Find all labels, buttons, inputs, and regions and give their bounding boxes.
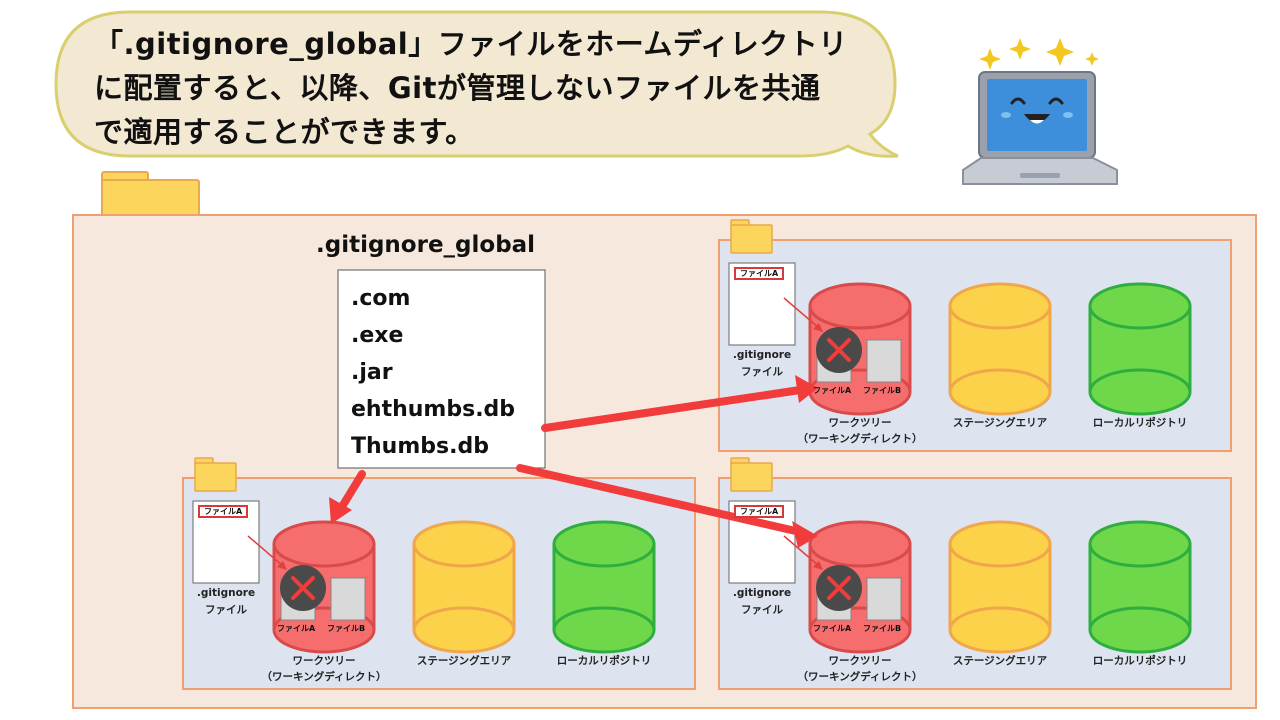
file-b-label: ファイルB <box>863 386 902 395</box>
file-b-label: ファイルB <box>327 624 366 633</box>
link-arrowhead <box>813 323 823 332</box>
cross-icon <box>291 576 315 600</box>
file-tag: ファイルA <box>198 505 249 518</box>
local-repo-cylinder-top <box>1088 282 1192 330</box>
local-repo-cylinder-body <box>1088 542 1192 654</box>
file-b-page <box>866 339 902 383</box>
folder-body <box>194 462 237 492</box>
staging-label: ステージングエリア <box>952 655 1048 667</box>
local-repo-cylinder-band <box>552 606 656 631</box>
ignore-entry: Thumbs.db <box>351 434 489 459</box>
local-repo-cylinder <box>552 520 656 654</box>
ignore-entry-list: .com .exe .jar ehthumbs.db Thumbs.db <box>351 280 515 465</box>
gitignore-label: .gitignore <box>196 587 256 599</box>
staging-cylinder-top <box>948 282 1052 330</box>
file-a-label: ファイルA <box>277 624 316 633</box>
staging-label: ステージングエリア <box>952 417 1048 429</box>
speech-line: 「.gitignore_global」ファイルをホームディレクトリ <box>94 27 848 61</box>
ignore-entry: .com <box>351 286 411 311</box>
gitignore-label: ファイル <box>741 366 783 378</box>
local-repo-cylinder-band <box>1088 606 1192 631</box>
work-tree-cylinder-top <box>808 282 912 330</box>
gitignore-label: .gitignore <box>732 349 792 361</box>
work-tree-label: （ワーキングディレクト） <box>797 433 923 445</box>
folder-body <box>730 462 773 492</box>
link-line <box>783 535 820 567</box>
staging-cylinder-body <box>412 542 516 654</box>
work-tree-cylinder-band <box>272 606 376 631</box>
ignore-entry: ehthumbs.db <box>351 397 516 422</box>
work-tree-label: （ワーキングディレクト） <box>797 671 923 683</box>
cross-icon <box>827 576 851 600</box>
link-line <box>783 297 820 329</box>
work-tree-cylinder-top <box>272 520 376 568</box>
staging-label: ステージングエリア <box>416 655 512 667</box>
work-tree-cylinder-band <box>808 606 912 631</box>
arrows <box>329 375 818 548</box>
staging-cylinder <box>948 520 1052 654</box>
staging-cylinder-top <box>948 520 1052 568</box>
repo-folder-icon <box>730 219 773 254</box>
staging-cylinder-band <box>412 606 516 631</box>
ignore-entry: .exe <box>351 323 404 348</box>
local-repo-label: ローカルリポジトリ <box>556 655 652 667</box>
staging-cylinder-top <box>412 520 516 568</box>
link-line <box>247 535 284 567</box>
file-a-label: ファイルA <box>813 624 852 633</box>
file-tag: ファイルA <box>734 505 785 518</box>
local-repo-cylinder <box>1088 282 1192 416</box>
ignore-entry: .jar <box>351 360 393 385</box>
local-repo-cylinder-body <box>1088 304 1192 416</box>
speech-bubble <box>54 10 899 158</box>
local-repo-cylinder <box>1088 520 1192 654</box>
staging-cylinder <box>412 520 516 654</box>
gitignore-label: ファイル <box>741 604 783 616</box>
speech-line: に配置すると、以降、Gitが管理しないファイルを共通 <box>94 71 821 105</box>
staging-cylinder <box>948 282 1052 416</box>
local-repo-label: ローカルリポジトリ <box>1092 655 1188 667</box>
local-repo-label: ローカルリポジトリ <box>1092 417 1188 429</box>
folder-body <box>730 224 773 254</box>
local-repo-cylinder-body <box>552 542 656 654</box>
work-tree-cylinder-top <box>808 520 912 568</box>
work-tree-label: ワークツリー <box>292 655 356 667</box>
speech-line: で適用することができます。 <box>94 115 475 149</box>
gitignore-label: ファイル <box>205 604 247 616</box>
sparkle-icons <box>979 38 1099 70</box>
speech-text: 「.gitignore_global」ファイルをホームディレクトリ に配置すると… <box>94 22 854 154</box>
link-arrowhead <box>813 561 823 570</box>
laptop-icon <box>962 71 1118 185</box>
work-tree-label: （ワーキングディレクト） <box>261 671 387 683</box>
local-repo-cylinder-band <box>1088 368 1192 393</box>
file-a-label: ファイルA <box>813 386 852 395</box>
cross-icon <box>827 338 851 362</box>
file-tag: ファイルA <box>734 267 785 280</box>
file-b-label: ファイルB <box>863 624 902 633</box>
staging-cylinder-body <box>948 304 1052 416</box>
file-b-page <box>330 577 366 621</box>
file-b-page <box>866 577 902 621</box>
repo-folder-icon <box>194 457 237 492</box>
work-tree-label: ワークツリー <box>828 417 892 429</box>
work-tree-label: ワークツリー <box>828 655 892 667</box>
local-repo-cylinder-top <box>1088 520 1192 568</box>
staging-cylinder-body <box>948 542 1052 654</box>
gitignore-label: .gitignore <box>732 587 792 599</box>
global-file-title: .gitignore_global <box>316 232 536 258</box>
local-repo-cylinder-top <box>552 520 656 568</box>
global-ignore-file-box <box>337 269 546 469</box>
staging-cylinder-band <box>948 368 1052 393</box>
link-arrowhead <box>277 561 287 570</box>
staging-cylinder-band <box>948 606 1052 631</box>
repo-folder-icon <box>730 457 773 492</box>
work-tree-cylinder-band <box>808 368 912 393</box>
